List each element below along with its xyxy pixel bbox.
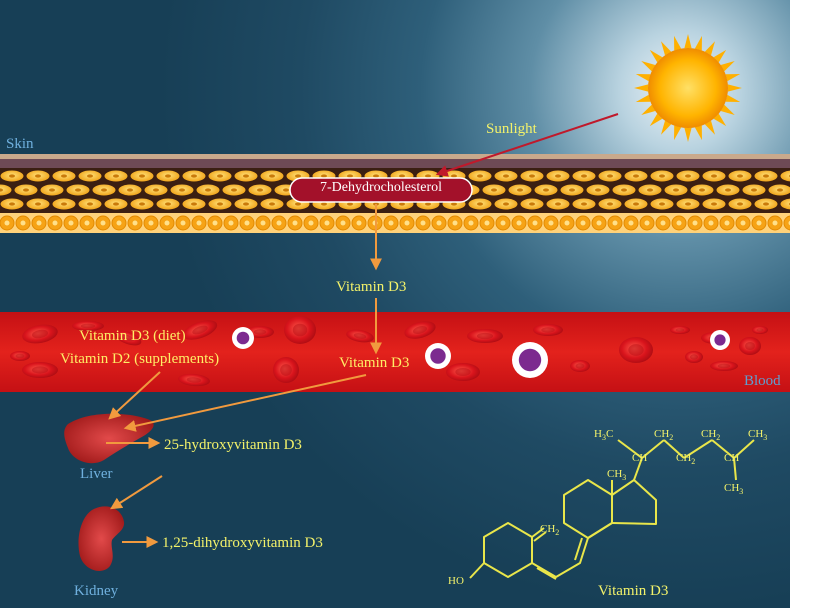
vitamin-d3-structure: [469, 439, 755, 580]
liver-icon: [64, 413, 154, 464]
ch2-ring-group: CH2: [540, 523, 560, 538]
ch2-group-a: CH2: [654, 428, 674, 443]
ch-group-a: CH: [632, 452, 648, 464]
dihydroxyvitamin-label: 1,25-dihydroxyvitamin D3: [162, 535, 323, 551]
vitamin-d3-diet-label: Vitamin D3 (diet): [79, 328, 186, 344]
structure-caption: Vitamin D3: [598, 583, 669, 599]
hydroxyvitamin-label: 25-hydroxyvitamin D3: [164, 437, 302, 453]
ch-group-b: CH: [724, 452, 740, 464]
kidney-icon: [78, 506, 125, 571]
blood-vessel: [0, 312, 790, 392]
vitamin-d3-blood-label: Vitamin D3: [339, 355, 410, 371]
diagram-graphics: [0, 34, 790, 580]
h3c-group: H3C: [594, 428, 614, 443]
ch3-group-b: CH3: [724, 482, 744, 497]
dehydrocholesterol-label: 7-Dehydrocholesterol: [319, 180, 443, 195]
kidney-label: Kidney: [74, 583, 119, 599]
ch3-group-c: CH3: [607, 468, 627, 483]
liver-label: Liver: [80, 466, 113, 482]
vitamin-d2-supplements-label: Vitamin D2 (supplements): [60, 351, 220, 367]
diagram-canvas: Skin Blood Sunlight 7-Dehydrocholesterol…: [0, 0, 790, 608]
pathway-arrows: [106, 113, 619, 548]
vitamin-d3-skin-label: Vitamin D3: [336, 279, 407, 295]
ch2-group-c: CH2: [701, 428, 721, 443]
ch2-group-b: CH2: [676, 452, 696, 467]
sun-icon: [634, 34, 742, 142]
dehydrocholesterol-badge: [289, 177, 473, 203]
ch3-group-a: CH3: [748, 428, 768, 443]
ho-group: HO: [448, 575, 464, 587]
blood-label: Blood: [744, 373, 781, 389]
sunlight-label: Sunlight: [486, 121, 537, 137]
skin-label: Skin: [6, 136, 34, 152]
